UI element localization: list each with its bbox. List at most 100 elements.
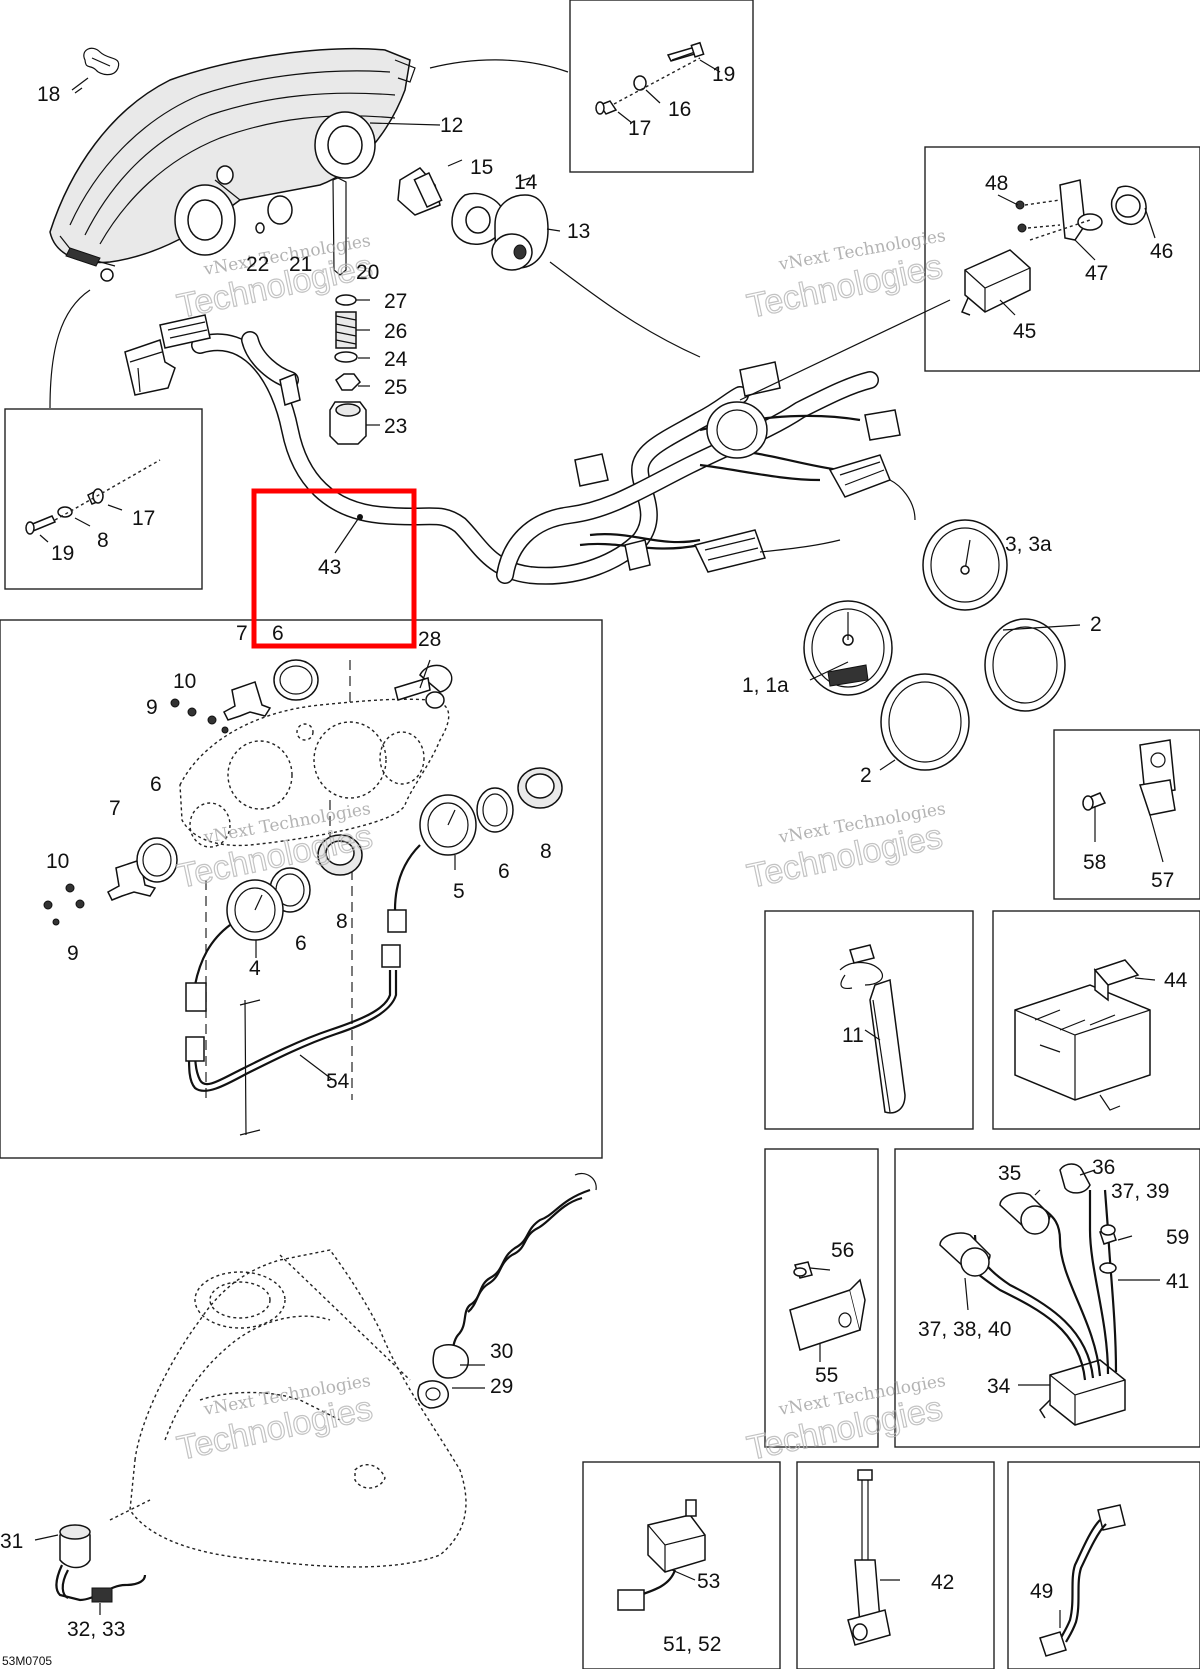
callout-32-33: 32, 33 <box>67 1618 125 1641</box>
fuse-box <box>1014 959 1151 1111</box>
callout-26: 26 <box>384 320 407 343</box>
callout-11: 11 <box>842 1024 864 1047</box>
callout-46: 46 <box>1150 240 1173 263</box>
gauge-3 <box>922 519 1008 611</box>
callout-56: 56 <box>831 1239 854 1262</box>
callout-ticks <box>34 59 1164 1628</box>
grommet-21 <box>255 195 293 234</box>
valve-53 <box>617 1499 706 1611</box>
callout-20: 20 <box>356 261 379 284</box>
callout-6-highlight: 6 <box>272 622 284 645</box>
inset-screws-left <box>25 459 161 535</box>
callout-35: 35 <box>998 1162 1021 1185</box>
callout-57: 57 <box>1151 869 1174 892</box>
inset-box-bracket-55 <box>764 1148 879 1448</box>
sensor-49 <box>1039 1504 1126 1657</box>
callout-23: 23 <box>384 415 407 438</box>
inset-box-regulator <box>894 1148 1200 1448</box>
inset-box-sensor-42 <box>796 1461 995 1669</box>
callout-3-3a: 3, 3a <box>1005 533 1052 556</box>
callout-25: 25 <box>384 376 407 399</box>
callout-17: 17 <box>132 507 155 530</box>
callout-18: 18 <box>37 83 60 106</box>
callout-17: 17 <box>628 117 651 140</box>
inset-box-fuse-box <box>992 910 1200 1130</box>
inset-box-sensor-49 <box>1007 1461 1200 1669</box>
callout-10: 10 <box>173 670 196 693</box>
callout-58: 58 <box>1083 851 1106 874</box>
callout-34: 34 <box>987 1375 1011 1398</box>
gauge-1 <box>803 600 893 696</box>
callout-54: 54 <box>326 1070 350 1093</box>
callout-43: 43 <box>318 556 341 579</box>
callout-49: 49 <box>1030 1580 1053 1603</box>
adjuster-stack <box>329 177 367 445</box>
leader-lines <box>49 59 951 553</box>
callout-30: 30 <box>490 1340 513 1363</box>
callout-6: 6 <box>295 932 307 955</box>
callout-42: 42 <box>931 1571 954 1594</box>
callout-1-1a: 1, 1a <box>742 674 789 697</box>
harness-connectors <box>124 314 901 573</box>
callout-59: 59 <box>1166 1226 1189 1249</box>
inset-box-flasher <box>924 146 1200 372</box>
callout-21: 21 <box>289 253 312 276</box>
regulator-assembly <box>939 1163 1126 1426</box>
callout-8: 8 <box>336 910 348 933</box>
callout-6: 6 <box>150 773 162 796</box>
callout-19: 19 <box>712 63 735 86</box>
callout-13: 13 <box>567 220 590 243</box>
highlight-box[interactable] <box>251 488 417 649</box>
flasher-inset <box>961 179 1147 316</box>
callout-55: 55 <box>815 1364 838 1387</box>
callout-2: 2 <box>860 764 872 787</box>
inset-box-headlamp-screws <box>569 0 754 173</box>
callout-9: 9 <box>67 942 79 965</box>
bulb-assembly <box>397 167 549 271</box>
callout-37-38-40: 37, 38, 40 <box>918 1318 1011 1341</box>
callout-29: 29 <box>490 1375 513 1398</box>
callout-22: 22 <box>246 253 269 276</box>
callout-27: 27 <box>384 290 407 313</box>
callout-2: 2 <box>1090 613 1102 636</box>
callout-9: 9 <box>146 696 158 719</box>
leader-line-43 <box>334 518 359 554</box>
callout-36: 36 <box>1092 1156 1115 1179</box>
connector-57 <box>1082 739 1176 816</box>
highlight-43[interactable] <box>251 488 417 649</box>
callout-19: 19 <box>51 542 74 565</box>
callout-45: 45 <box>1013 320 1036 343</box>
callout-47: 47 <box>1085 262 1108 285</box>
bezel-rings-2 <box>880 618 1066 771</box>
callout-37-39: 37, 39 <box>1111 1180 1169 1203</box>
diagram-code: 53M0705 <box>2 1654 52 1668</box>
switch-31 <box>55 1524 147 1603</box>
callout-14: 14 <box>514 171 538 194</box>
callout-53: 53 <box>697 1570 720 1593</box>
front-fairing <box>109 1249 467 1568</box>
callout-5: 5 <box>453 880 465 903</box>
callout-48: 48 <box>985 172 1008 195</box>
inset-box-headlamp-mount <box>4 408 203 590</box>
bracket-55 <box>789 1261 866 1351</box>
callout-7: 7 <box>109 797 121 820</box>
callout-31: 31 <box>0 1530 23 1553</box>
callout-labels: 18 12 15 14 13 19 16 17 22 21 20 27 26 2… <box>0 63 1189 1668</box>
callout-dot-43 <box>357 514 363 520</box>
fuel-sensor-11 <box>839 944 906 1114</box>
inset-box-fuel-sensor <box>764 910 974 1130</box>
callout-6: 6 <box>498 860 510 883</box>
sensor-42 <box>847 1469 891 1646</box>
clip-18 <box>71 47 120 91</box>
callout-8: 8 <box>540 840 552 863</box>
callout-10: 10 <box>46 850 69 873</box>
inset-box-gauge-cluster <box>0 619 603 1159</box>
callout-51-52: 51, 52 <box>663 1633 721 1656</box>
callout-7: 7 <box>236 622 248 645</box>
gauge-cluster <box>43 659 563 1136</box>
callout-28: 28 <box>418 628 441 651</box>
callout-12: 12 <box>440 114 463 137</box>
